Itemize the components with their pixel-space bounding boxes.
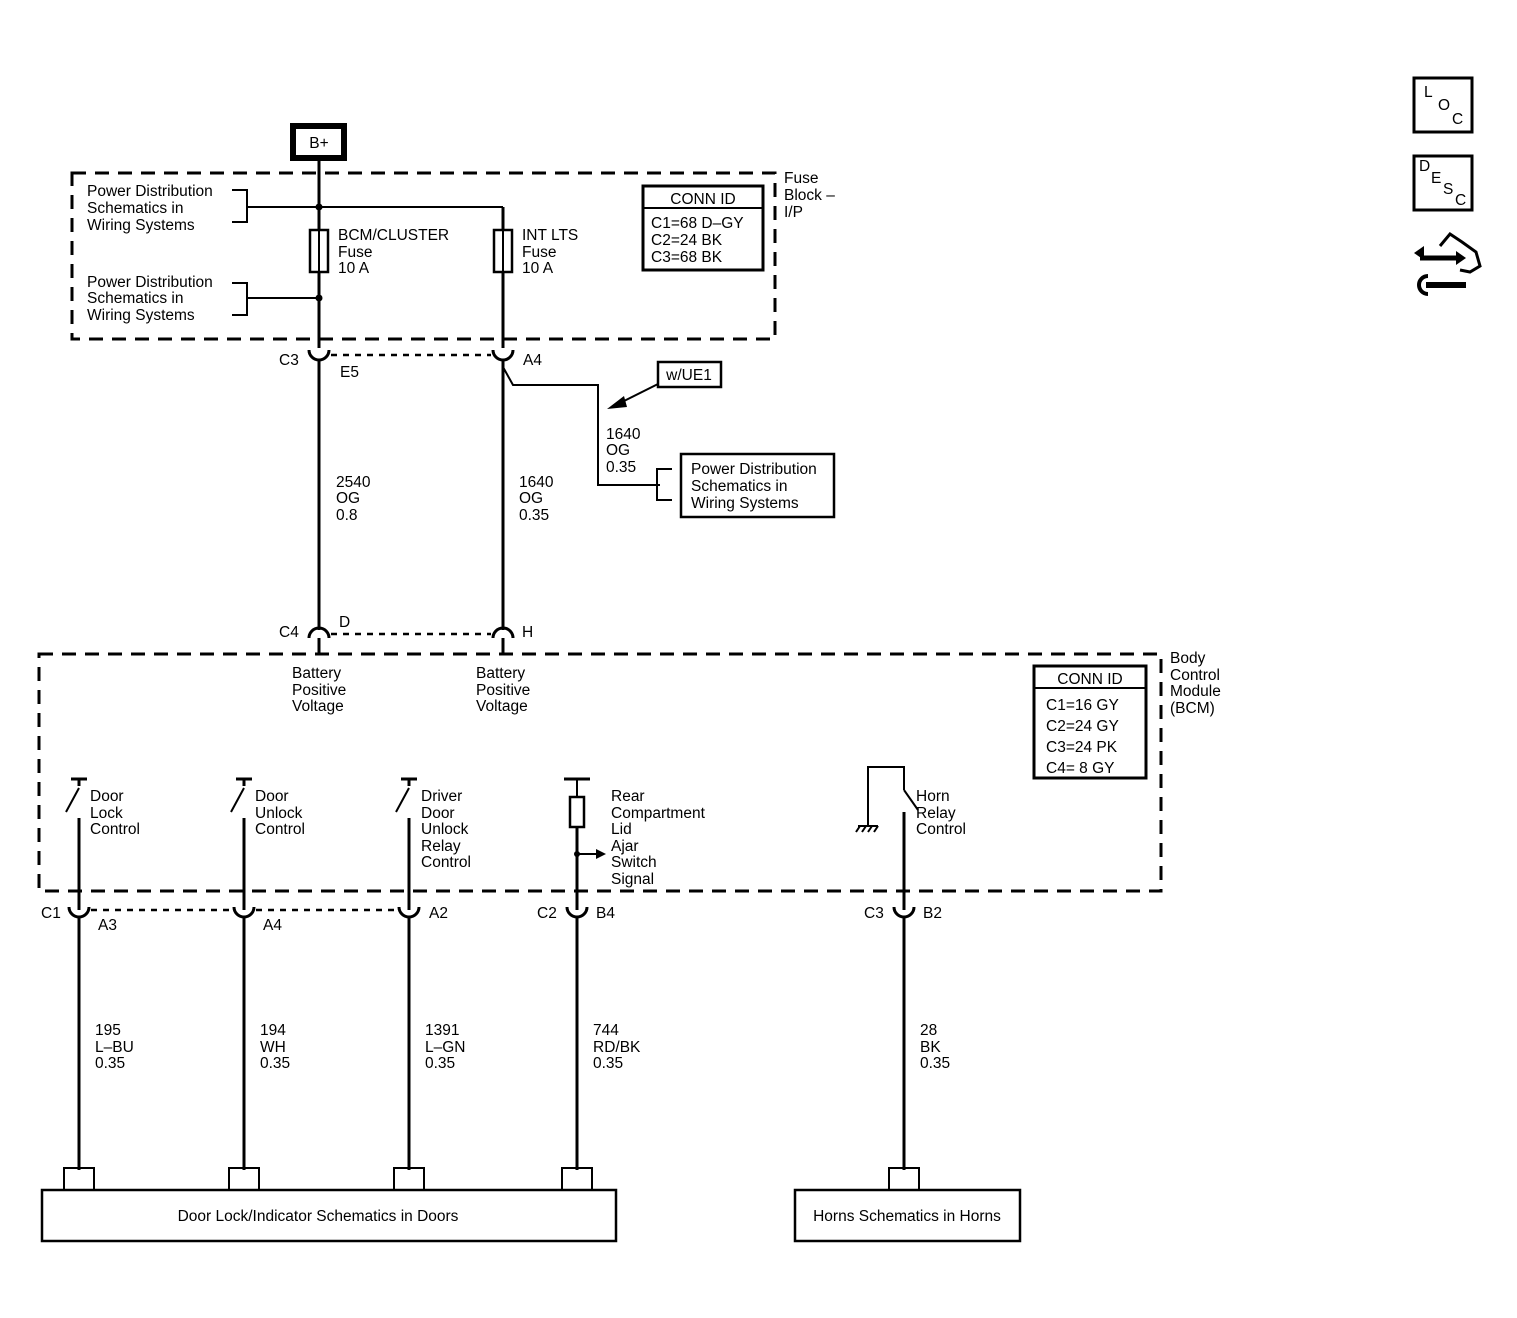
power-distribution-ref-2[interactable]: Power Distribution Schematics in Wiring … bbox=[87, 274, 248, 324]
svg-text:Rear Compartment: Rear Compartment Lid Ajar Switch Signal bbox=[611, 788, 709, 888]
conn-id-row: C1=16 GY bbox=[1046, 697, 1119, 714]
int-lts-fuse: INT LTS Fuse 10 A bbox=[492, 227, 583, 277]
svg-text:Driver Door Un: Driver Door Unlock Relay Control bbox=[421, 788, 473, 871]
conn-id-row: C3=68 BK bbox=[651, 249, 723, 266]
door-lock-control-switch: Door Lock Control bbox=[65, 777, 140, 910]
connector-c4-label: C4 bbox=[279, 624, 299, 641]
signal-arrow-icon bbox=[596, 849, 606, 859]
svg-text:Horns Schematics in Horns: Horns Schematics in Horns bbox=[813, 1208, 1001, 1225]
conn-id-header: CONN ID bbox=[1057, 671, 1122, 688]
svg-text:E: E bbox=[1431, 170, 1441, 187]
svg-text:BCM/CLUSTER Fuse: BCM/CLUSTER Fuse 10 A bbox=[338, 227, 453, 277]
rear-lid-ajar-input: Rear Compartment Lid Ajar Switch Signal bbox=[564, 777, 709, 910]
fuse-block-conn-id-table: CONN ID C1=68 D–GY C2=24 BK C3=68 BK bbox=[641, 184, 765, 272]
svg-text:Door Unlock Co: Door Unlock Control bbox=[255, 788, 307, 838]
svg-text:INT LTS Fuse 1: INT LTS Fuse 10 A bbox=[522, 227, 583, 277]
svg-text:Power Distribution Sch: Power Distribution Schematics in Wiring … bbox=[87, 183, 217, 234]
conn-id-header: CONN ID bbox=[670, 191, 735, 208]
fuse-block-title: Fuse Block – I/P bbox=[784, 170, 839, 221]
ue1-branch: w/UE1 1640 OG 0.35 bbox=[502, 360, 723, 501]
svg-text:D: D bbox=[1419, 158, 1430, 175]
conn-id-row: C1=68 D–GY bbox=[651, 215, 744, 232]
terminal-tabs bbox=[63, 1167, 920, 1189]
wire-1391-label: 1391 L–GN 0.35 bbox=[425, 1022, 470, 1072]
pin-a2-label: A2 bbox=[429, 905, 448, 922]
bcm-title: Body Control Module (BCM) bbox=[1170, 650, 1225, 717]
battery-positive-voltage-2: Battery Positive Voltage bbox=[476, 665, 535, 715]
svg-text:Horn Relay Con: Horn Relay Control bbox=[916, 788, 966, 838]
svg-text:O: O bbox=[1438, 97, 1450, 114]
bottom-wires: 195 L–BU 0.35 194 WH 0.35 1391 L–GN 0.35… bbox=[77, 917, 950, 1170]
b-plus-label: B+ bbox=[309, 135, 328, 152]
fuse-block: Fuse Block – I/P CONN ID C1=68 D–GY C2=2… bbox=[70, 158, 839, 348]
loc-button[interactable]: L O C bbox=[1412, 76, 1474, 134]
power-distribution-ref-3[interactable]: Power Distribution Schematics in Wiring … bbox=[679, 452, 836, 519]
option-tag-box bbox=[656, 360, 723, 389]
pin-b2-label: B2 bbox=[923, 905, 942, 922]
pull-up-resistor bbox=[568, 795, 586, 829]
conn-id-row: C2=24 GY bbox=[1046, 718, 1119, 735]
svg-text:C: C bbox=[1452, 111, 1463, 128]
wire-194-label: 194 WH 0.35 bbox=[260, 1022, 290, 1072]
driver-door-unlock-switch: Driver Door Unlock Relay Control bbox=[395, 777, 473, 910]
wire-28-label: 28 BK 0.35 bbox=[920, 1022, 950, 1072]
pin-e5-label: E5 bbox=[340, 364, 359, 381]
connector-c3-label: C3 bbox=[279, 352, 299, 369]
wire-2540-label: 2540 OG 0.8 bbox=[336, 474, 375, 524]
svg-text:S: S bbox=[1443, 181, 1453, 198]
pin-a3-label: A3 bbox=[98, 917, 117, 934]
conn-id-row: C4= 8 GY bbox=[1046, 760, 1115, 777]
option-tag-label: w/UE1 bbox=[665, 367, 712, 384]
battery-positive-voltage-1: Battery Positive Voltage bbox=[292, 665, 351, 715]
pin-b4-label: B4 bbox=[596, 905, 615, 922]
bcm-top-connectors: C4 D H bbox=[279, 614, 533, 653]
pin-d-label: D bbox=[339, 614, 350, 631]
branch-wire-label: 1640 OG 0.35 bbox=[606, 426, 645, 476]
svg-text:L: L bbox=[1424, 84, 1433, 101]
horns-schematics-link[interactable]: Horns Schematics in Horns bbox=[793, 1188, 1022, 1243]
door-unlock-control-switch: Door Unlock Control bbox=[230, 777, 307, 910]
body-control-module: Body Control Module (BCM) CONN ID C1=16 … bbox=[37, 650, 1225, 910]
wire-1640-label: 1640 OG 0.35 bbox=[519, 474, 558, 524]
b-plus-source: B+ bbox=[290, 123, 347, 161]
door-lock-schematics-link[interactable]: Door Lock/Indicator Schematics in Doors bbox=[40, 1188, 618, 1243]
bcm-bottom-connectors: C1 A3 A4 A2 C2 B4 C3 B2 bbox=[41, 905, 942, 934]
svg-text:Door Lock/Indicator Schematics: Door Lock/Indicator Schematics in Doors bbox=[178, 1208, 459, 1225]
bcm-cluster-fuse: BCM/CLUSTER Fuse 10 A bbox=[308, 227, 453, 277]
bcm-conn-id-table: CONN ID C1=16 GY C2=24 GY C3=24 PK C4= 8… bbox=[1032, 664, 1148, 780]
svg-text:C: C bbox=[1455, 192, 1466, 209]
conn-id-row: C3=24 PK bbox=[1046, 739, 1118, 756]
fuse-block-outline bbox=[70, 171, 777, 341]
desc-button[interactable]: D E S C bbox=[1412, 154, 1474, 212]
horn-relay-control-switch: Horn Relay Control bbox=[855, 766, 966, 910]
conn-id-row: C2=24 BK bbox=[651, 232, 723, 249]
connector-c1-label: C1 bbox=[41, 905, 61, 922]
connector-c3-label: C3 bbox=[864, 905, 884, 922]
pin-a4-label: A4 bbox=[523, 352, 542, 369]
wire-195-label: 195 L–BU 0.35 bbox=[95, 1022, 138, 1072]
connector-c2-label: C2 bbox=[537, 905, 557, 922]
wire-744-label: 744 RD/BK 0.35 bbox=[593, 1022, 645, 1072]
diagnostics-tools-icon[interactable] bbox=[1414, 232, 1482, 296]
svg-text:Door Lock Cont: Door Lock Control bbox=[90, 788, 140, 838]
pin-a4-label: A4 bbox=[263, 917, 282, 934]
pin-h-label: H bbox=[522, 624, 533, 641]
svg-text:Power Distribution Schem: Power Distribution Schematics in Wiring … bbox=[691, 461, 821, 512]
power-distribution-ref-1[interactable]: Power Distribution Schematics in Wiring … bbox=[87, 183, 248, 234]
svg-text:Power Distribution Sch: Power Distribution Schematics in Wiring … bbox=[87, 274, 217, 324]
bcm-outline bbox=[37, 652, 1163, 893]
